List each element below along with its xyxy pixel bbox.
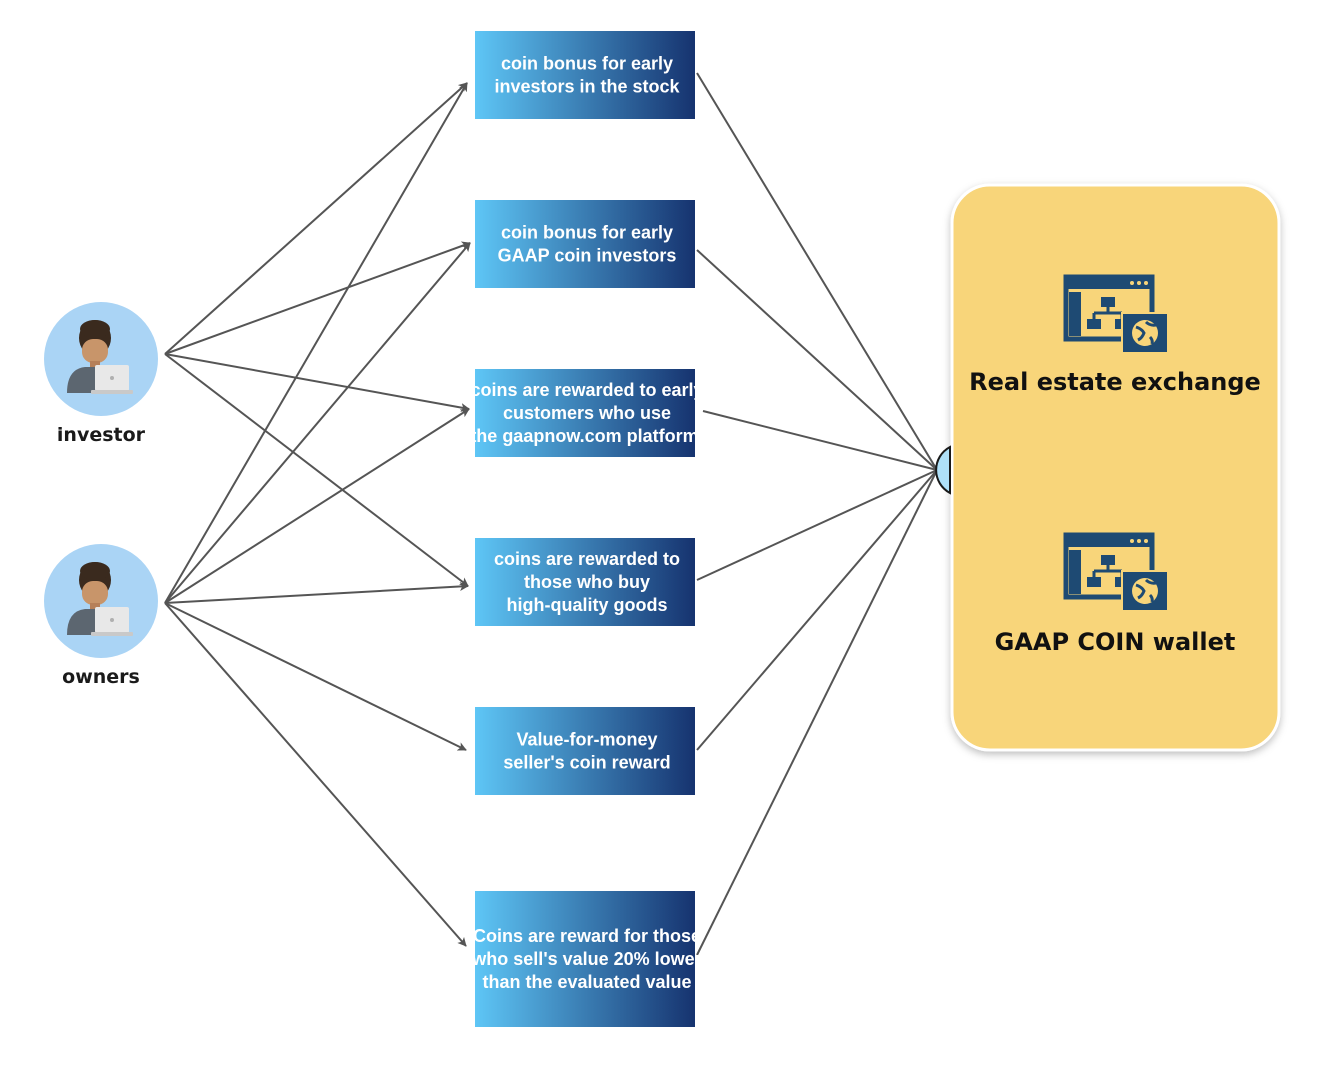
benefit-box-line: customers who use	[503, 403, 671, 423]
benefit-box-background	[475, 891, 695, 1027]
arrow-owners-to-benefit	[164, 602, 467, 947]
benefit-box-line: GAAP coin investors	[498, 246, 677, 266]
benefit-box-layer: coin bonus for early investors in the sto…	[470, 31, 704, 1027]
benefit-box-line: coins are rewarded to early	[470, 380, 703, 400]
benefit-box-line: coins are rewarded to	[494, 549, 680, 569]
benefit-box: coins are rewarded to early customers who…	[470, 369, 704, 457]
benefit-box-background	[475, 200, 695, 288]
benefit-box-line: seller's coin reward	[503, 753, 670, 773]
arrow-owners-to-benefit	[164, 242, 471, 604]
benefit-box: coin bonus for early investors in the sto…	[475, 31, 695, 119]
benefit-box: coins are rewarded to those who buy high-q…	[475, 538, 695, 626]
connector-box-to-platform	[696, 249, 938, 471]
actor-label: investor	[57, 424, 146, 446]
benefit-box-line: Coins are reward for those	[473, 926, 701, 946]
arrow-investor-to-benefit	[164, 353, 469, 587]
benefit-box: Value-for-money seller's coin reward	[475, 707, 695, 795]
benefit-box-background	[475, 31, 695, 119]
benefit-box-line: who sell's value 20% lower	[471, 949, 701, 969]
benefit-box-line: high-quality goods	[507, 595, 668, 615]
connector-box-to-platform	[696, 469, 938, 581]
benefit-box-background	[475, 538, 695, 626]
actor-owners: owners	[44, 544, 158, 688]
actor-layer: investor owners	[44, 302, 158, 688]
arrow-investor-to-benefit	[164, 353, 470, 412]
arrow-investor-to-benefit	[164, 241, 471, 355]
arrow-investor-to-benefit	[164, 82, 468, 355]
actor-label: owners	[62, 666, 140, 688]
arrow-owners-to-benefit	[164, 602, 467, 751]
arrow-owners-to-benefit	[164, 408, 470, 604]
benefit-box-line: coin bonus for early	[501, 223, 673, 243]
connector-box-to-platform	[696, 469, 938, 956]
panel-item-real-estate-exchange: Real estate exchange	[969, 368, 1261, 396]
connector-layer	[164, 72, 938, 956]
benefit-box-line: those who buy	[524, 572, 650, 592]
connector-box-to-platform	[696, 72, 938, 471]
platform-panel-background	[950, 183, 1281, 752]
benefit-box-background	[475, 707, 695, 795]
arrow-owners-to-benefit	[164, 82, 468, 604]
connector-box-to-platform	[702, 410, 938, 471]
platform-panel: Real estate exchange GAAP COIN wallet	[935, 183, 1281, 752]
connector-box-to-platform	[696, 469, 938, 751]
panel-item-gaap-coin-wallet: GAAP COIN wallet	[995, 628, 1236, 656]
benefit-box-line: Value-for-money	[516, 730, 657, 750]
benefit-box-background	[475, 369, 695, 457]
actor-investor: investor	[44, 302, 158, 446]
benefit-box-line: investors in the stock	[494, 77, 680, 97]
benefit-box-line: coin bonus for early	[501, 54, 673, 74]
benefit-box-line: the gaapnow.com platform.	[470, 426, 703, 446]
benefit-box: Coins are reward for those who sell's val…	[471, 891, 702, 1027]
connector-port	[935, 445, 951, 495]
arrow-owners-to-benefit	[164, 581, 469, 604]
benefit-box-line: than the evaluated value	[482, 972, 691, 992]
